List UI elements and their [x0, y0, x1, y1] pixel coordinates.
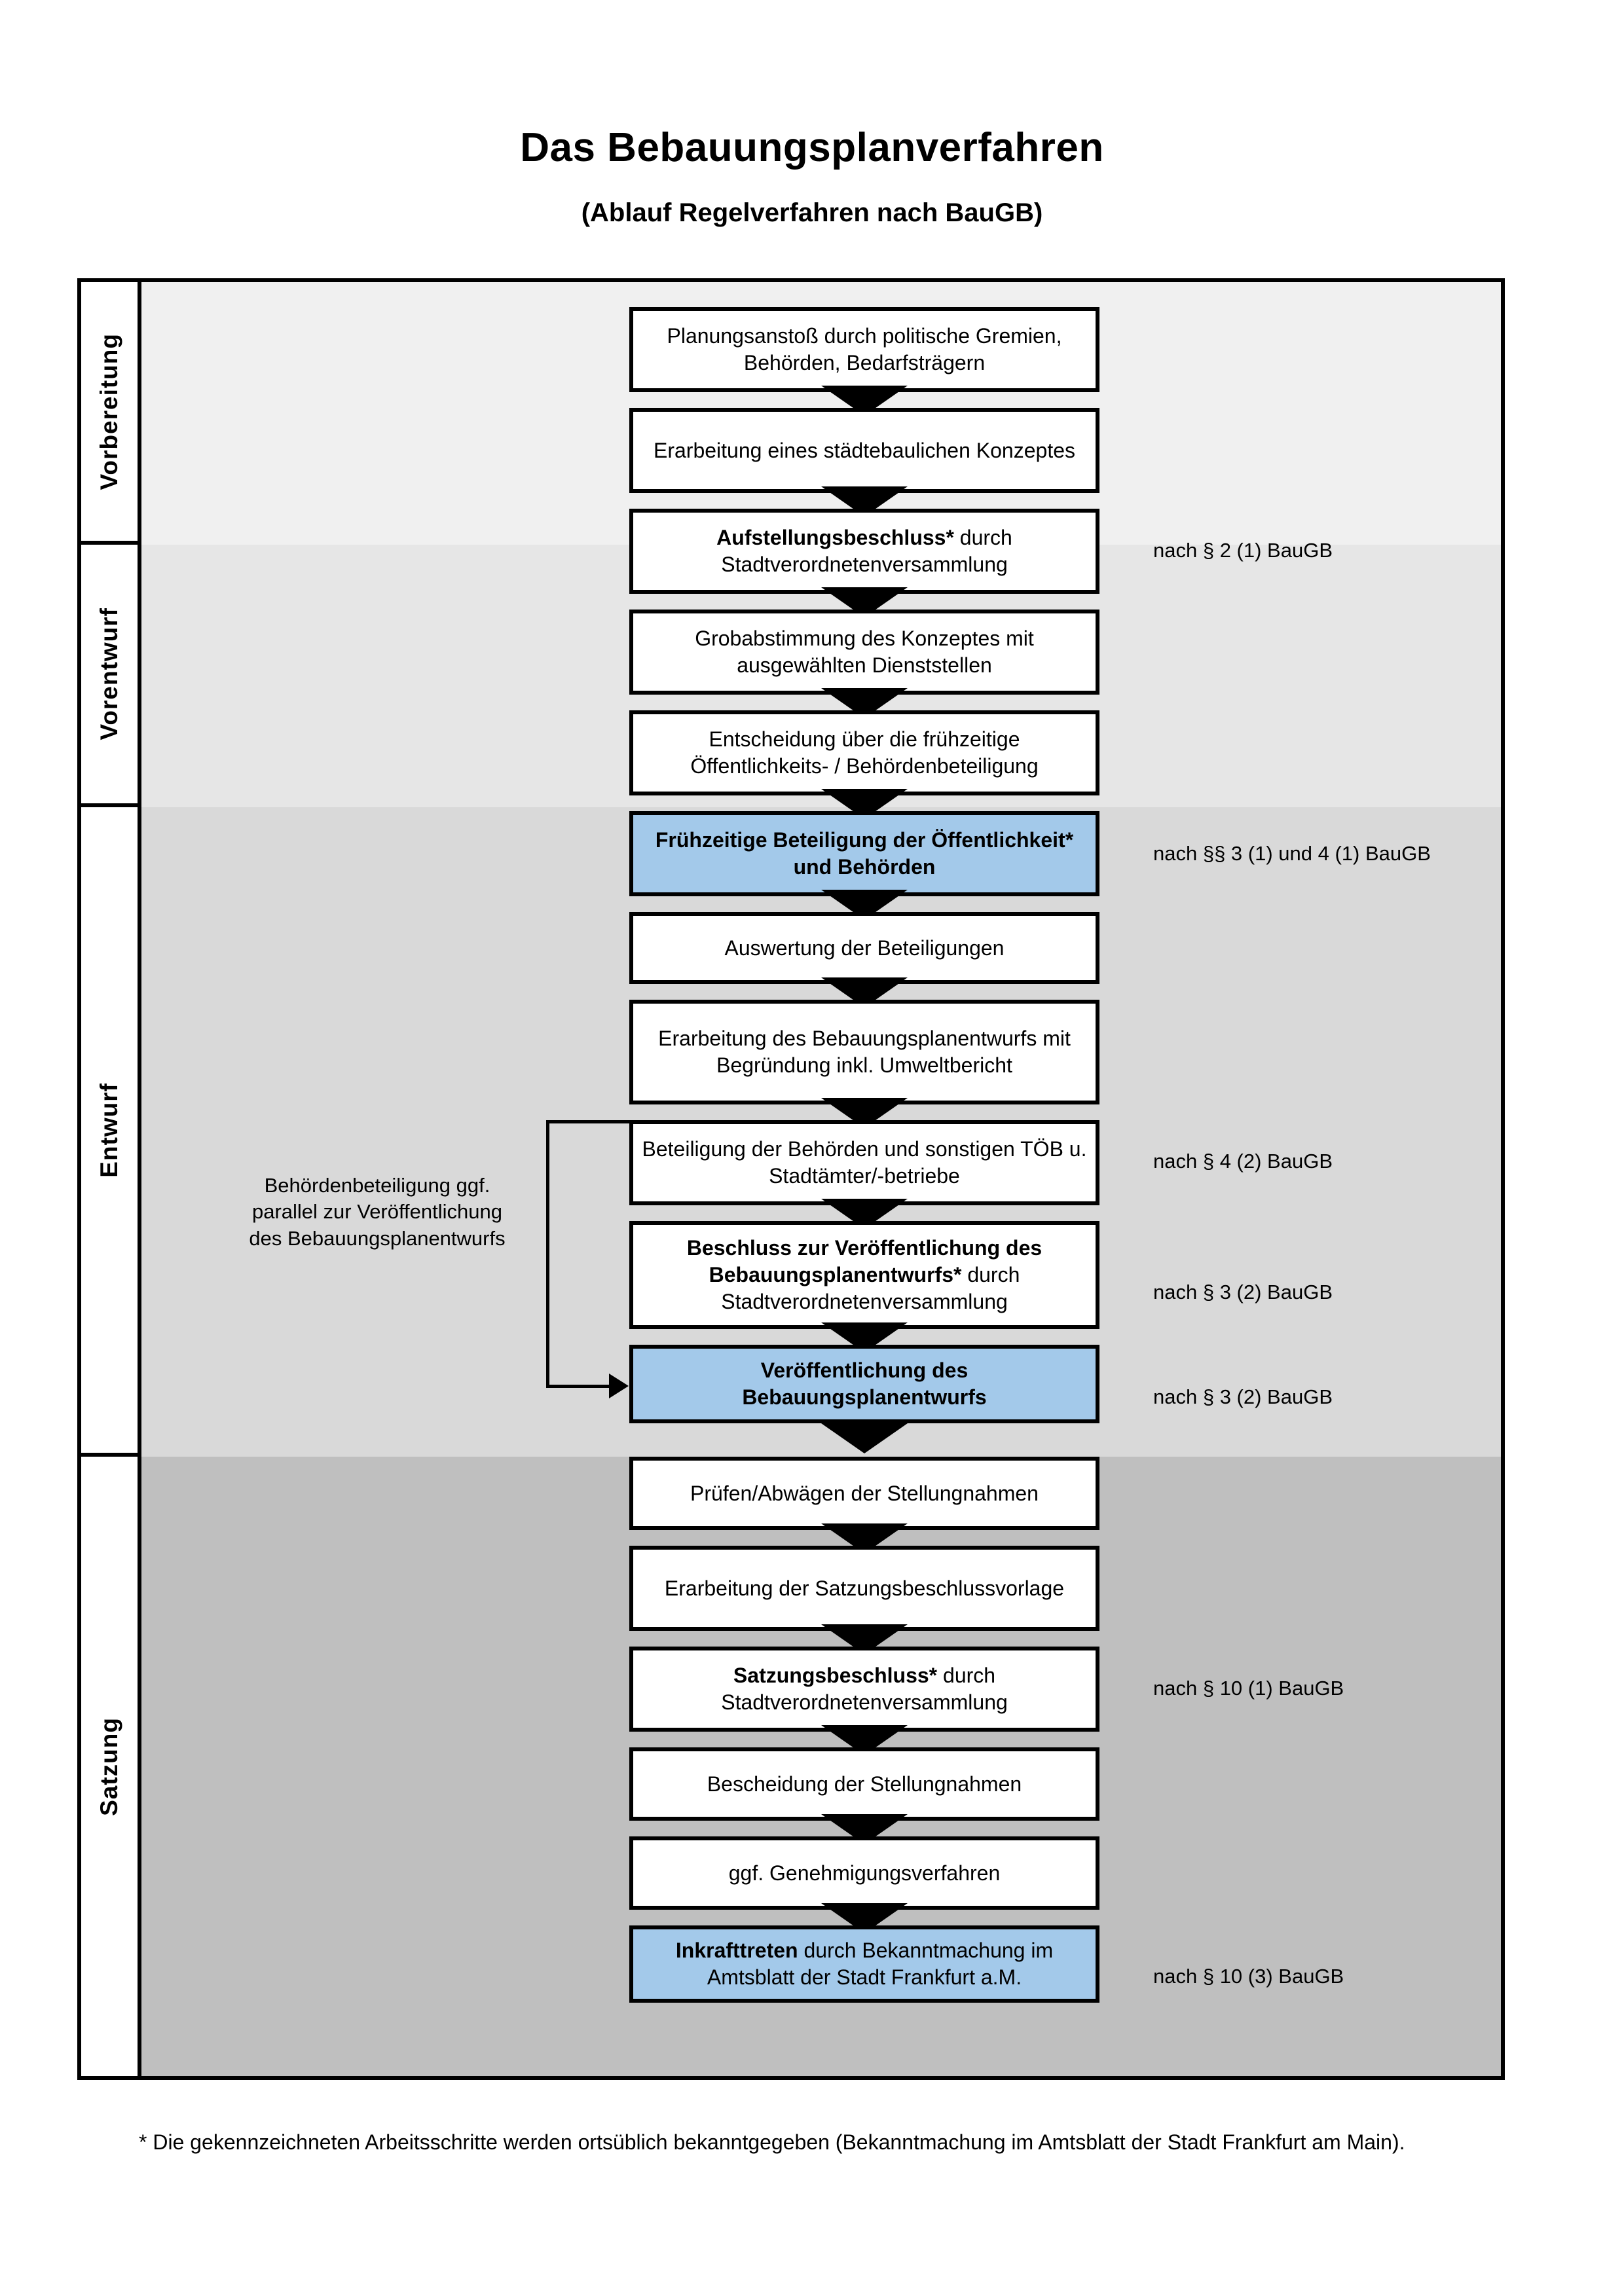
step-text: durch Bekanntmachung im Amtsblatt der St… — [707, 1939, 1054, 1989]
step-text-bold: Aufstellungsbeschluss* — [716, 526, 954, 550]
step-text: Prüfen/Abwägen der Stellungnahmen — [690, 1481, 1039, 1505]
step-text-bold: Frühzeitige Beteiligung der Öffentlichke… — [655, 828, 1074, 879]
phase-label-entwurf: Entwurf — [96, 1082, 122, 1178]
step-erarbeitung-satzungsvorlage[interactable]: Erarbeitung der Satzungsbeschlussvorlage — [629, 1546, 1099, 1631]
step-bescheidung-stellungnahmen[interactable]: Bescheidung der Stellungnahmen — [629, 1747, 1099, 1821]
legal-ref-veroeffentlichung: nach § 3 (2) BauGB — [1153, 1385, 1333, 1408]
phase-cell-vorentwurf: Vorentwurf — [81, 545, 138, 807]
step-text: Grobabstimmung des Konzeptes mit ausgewä… — [695, 627, 1034, 677]
page-subtitle: (Ablauf Regelverfahren nach BauGB) — [581, 198, 1043, 227]
step-text: Erarbeitung eines städtebaulichen Konzep… — [654, 438, 1075, 462]
legal-ref-beschluss-veroeffentlichung: nach § 3 (2) BauGB — [1153, 1281, 1333, 1303]
step-pruefen-abwaegen[interactable]: Prüfen/Abwägen der Stellungnahmen — [629, 1457, 1099, 1530]
phase-cell-entwurf: Entwurf — [81, 807, 138, 1457]
phase-cell-satzung: Satzung — [81, 1457, 138, 2076]
step-inkrafttreten[interactable]: Inkrafttreten durch Bekanntmachung im Am… — [629, 1925, 1099, 2003]
parallel-connector-top — [546, 1120, 631, 1123]
parallel-connector-bottom — [546, 1385, 612, 1388]
step-text: Planungsanstoß durch politische Gremien,… — [667, 324, 1062, 374]
step-auswertung-beteiligungen[interactable]: Auswertung der Beteiligungen — [629, 912, 1099, 984]
parallel-connector-arrow-icon — [609, 1374, 629, 1398]
step-text: ggf. Genehmigungsverfahren — [728, 1861, 1001, 1885]
step-text: durch Stadtverordnetenversammlung — [721, 1263, 1020, 1313]
phase-cell-vorbereitung: Vorbereitung — [81, 282, 138, 545]
step-text-bold: Satzungsbeschluss* — [733, 1664, 938, 1688]
phase-column: Vorbereitung Vorentwurf Entwurf Satzung — [81, 282, 141, 2076]
step-veroeffentlichung-bplanentwurf[interactable]: Veröffentlichung des Bebauungsplanentwur… — [629, 1345, 1099, 1423]
page-title: Das Bebauungsplanverfahren — [520, 125, 1104, 170]
legal-ref-inkrafttreten: nach § 10 (3) BauGB — [1153, 1965, 1344, 1988]
legal-ref-satzungsbeschluss: nach § 10 (1) BauGB — [1153, 1677, 1344, 1700]
step-genehmigungsverfahren[interactable]: ggf. Genehmigungsverfahren — [629, 1836, 1099, 1910]
step-text-bold: Veröffentlichung des Bebauungsplanentwur… — [742, 1358, 987, 1409]
step-erarbeitung-bplanentwurf[interactable]: Erarbeitung des Bebauungsplanentwurfs mi… — [629, 1000, 1099, 1104]
step-beschluss-veroeffentlichung[interactable]: Beschluss zur Veröffentlichung des Bebau… — [629, 1221, 1099, 1329]
phase-label-satzung: Satzung — [96, 1717, 122, 1816]
step-text: Erarbeitung der Satzungsbeschlussvorlage — [664, 1576, 1065, 1600]
step-text-bold: Inkrafttreten — [675, 1939, 798, 1963]
step-beteiligung-behoerden-toeb[interactable]: Beteiligung der Behörden und sonstigen T… — [629, 1120, 1099, 1205]
flowchart-frame: Vorbereitung Vorentwurf Entwurf Satzung … — [77, 278, 1505, 2080]
step-aufstellungsbeschluss[interactable]: Aufstellungsbeschluss* durch Stadtverord… — [629, 509, 1099, 594]
step-planungsanstoss[interactable]: Planungsanstoß durch politische Gremien,… — [629, 307, 1099, 392]
side-note-behoerdenbeteiligung: Behördenbeteiligung ggf. parallel zur Ve… — [249, 1174, 506, 1250]
parallel-connector-vertical — [546, 1120, 549, 1388]
step-text: Bescheidung der Stellungnahmen — [707, 1772, 1022, 1796]
step-staedtebau-konzept[interactable]: Erarbeitung eines städtebaulichen Konzep… — [629, 408, 1099, 493]
phase-label-vorbereitung: Vorbereitung — [96, 333, 122, 490]
step-grobabstimmung[interactable]: Grobabstimmung des Konzeptes mit ausgewä… — [629, 610, 1099, 695]
step-satzungsbeschluss[interactable]: Satzungsbeschluss* durch Stadtverordnete… — [629, 1647, 1099, 1732]
step-text: Beteiligung der Behörden und sonstigen T… — [642, 1137, 1087, 1188]
step-text: durch Stadtverordnetenversammlung — [721, 526, 1012, 576]
document-header: Das Bebauungsplanverfahren (Ablauf Regel… — [0, 0, 1624, 228]
legal-ref-aufstellungsbeschluss: nach § 2 (1) BauGB — [1153, 539, 1333, 562]
flow-body: Planungsanstoß durch politische Gremien,… — [141, 282, 1501, 2076]
step-fruehzeitige-beteiligung[interactable]: Frühzeitige Beteiligung der Öffentlichke… — [629, 811, 1099, 896]
step-text: Erarbeitung des Bebauungsplanentwurfs mi… — [658, 1027, 1071, 1077]
step-text: Entscheidung über die frühzeitige Öffent… — [690, 727, 1039, 778]
step-text: Auswertung der Beteiligungen — [724, 936, 1005, 960]
step-entscheidung-fruehzeitige[interactable]: Entscheidung über die frühzeitige Öffent… — [629, 710, 1099, 795]
footnote: * Die gekennzeichneten Arbeitsschritte w… — [139, 2130, 1405, 2154]
step-text: durch Stadtverordnetenversammlung — [721, 1664, 1008, 1714]
legal-ref-fruehzeitige-beteiligung: nach §§ 3 (1) und 4 (1) BauGB — [1153, 842, 1431, 865]
legal-ref-beteiligung-toeb: nach § 4 (2) BauGB — [1153, 1150, 1333, 1173]
phase-label-vorentwurf: Vorentwurf — [96, 608, 122, 740]
step-text-bold: Beschluss zur Veröffentlichung des Bebau… — [686, 1236, 1043, 1287]
